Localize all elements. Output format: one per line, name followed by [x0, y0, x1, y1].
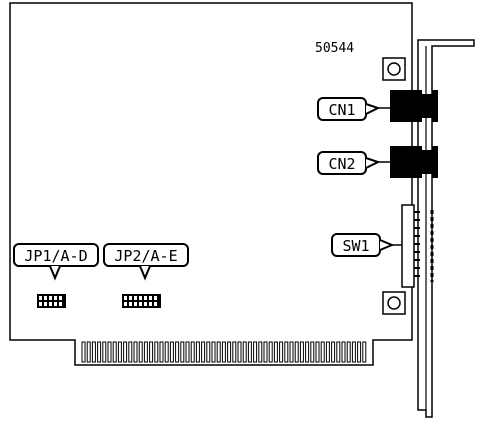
- jumper-jp1: [37, 294, 66, 308]
- screw-hole-bottom: [382, 291, 406, 315]
- label-cn2: CN2: [317, 151, 390, 175]
- svg-text:CN2: CN2: [328, 155, 355, 173]
- label-cn1: CN1: [317, 97, 390, 121]
- part-number: 50544: [315, 41, 354, 56]
- svg-text:JP1/A-D: JP1/A-D: [24, 247, 87, 265]
- svg-text:SW1: SW1: [342, 237, 369, 255]
- connector-cn2: [390, 146, 438, 178]
- svg-text:CN1: CN1: [328, 101, 355, 119]
- jumper-jp2: [122, 294, 161, 308]
- svg-text:JP2/A-E: JP2/A-E: [114, 247, 177, 265]
- label-jp2: JP2/A-E: [103, 243, 189, 281]
- pcb-outline: [9, 2, 413, 366]
- switch-sw1: [401, 204, 434, 288]
- label-sw1: SW1: [331, 233, 402, 257]
- label-jp1: JP1/A-D: [13, 243, 99, 281]
- screw-hole-top: [382, 57, 406, 81]
- mounting-bracket: [417, 39, 475, 418]
- edge-connector: [81, 341, 367, 363]
- connector-cn1: [390, 90, 438, 122]
